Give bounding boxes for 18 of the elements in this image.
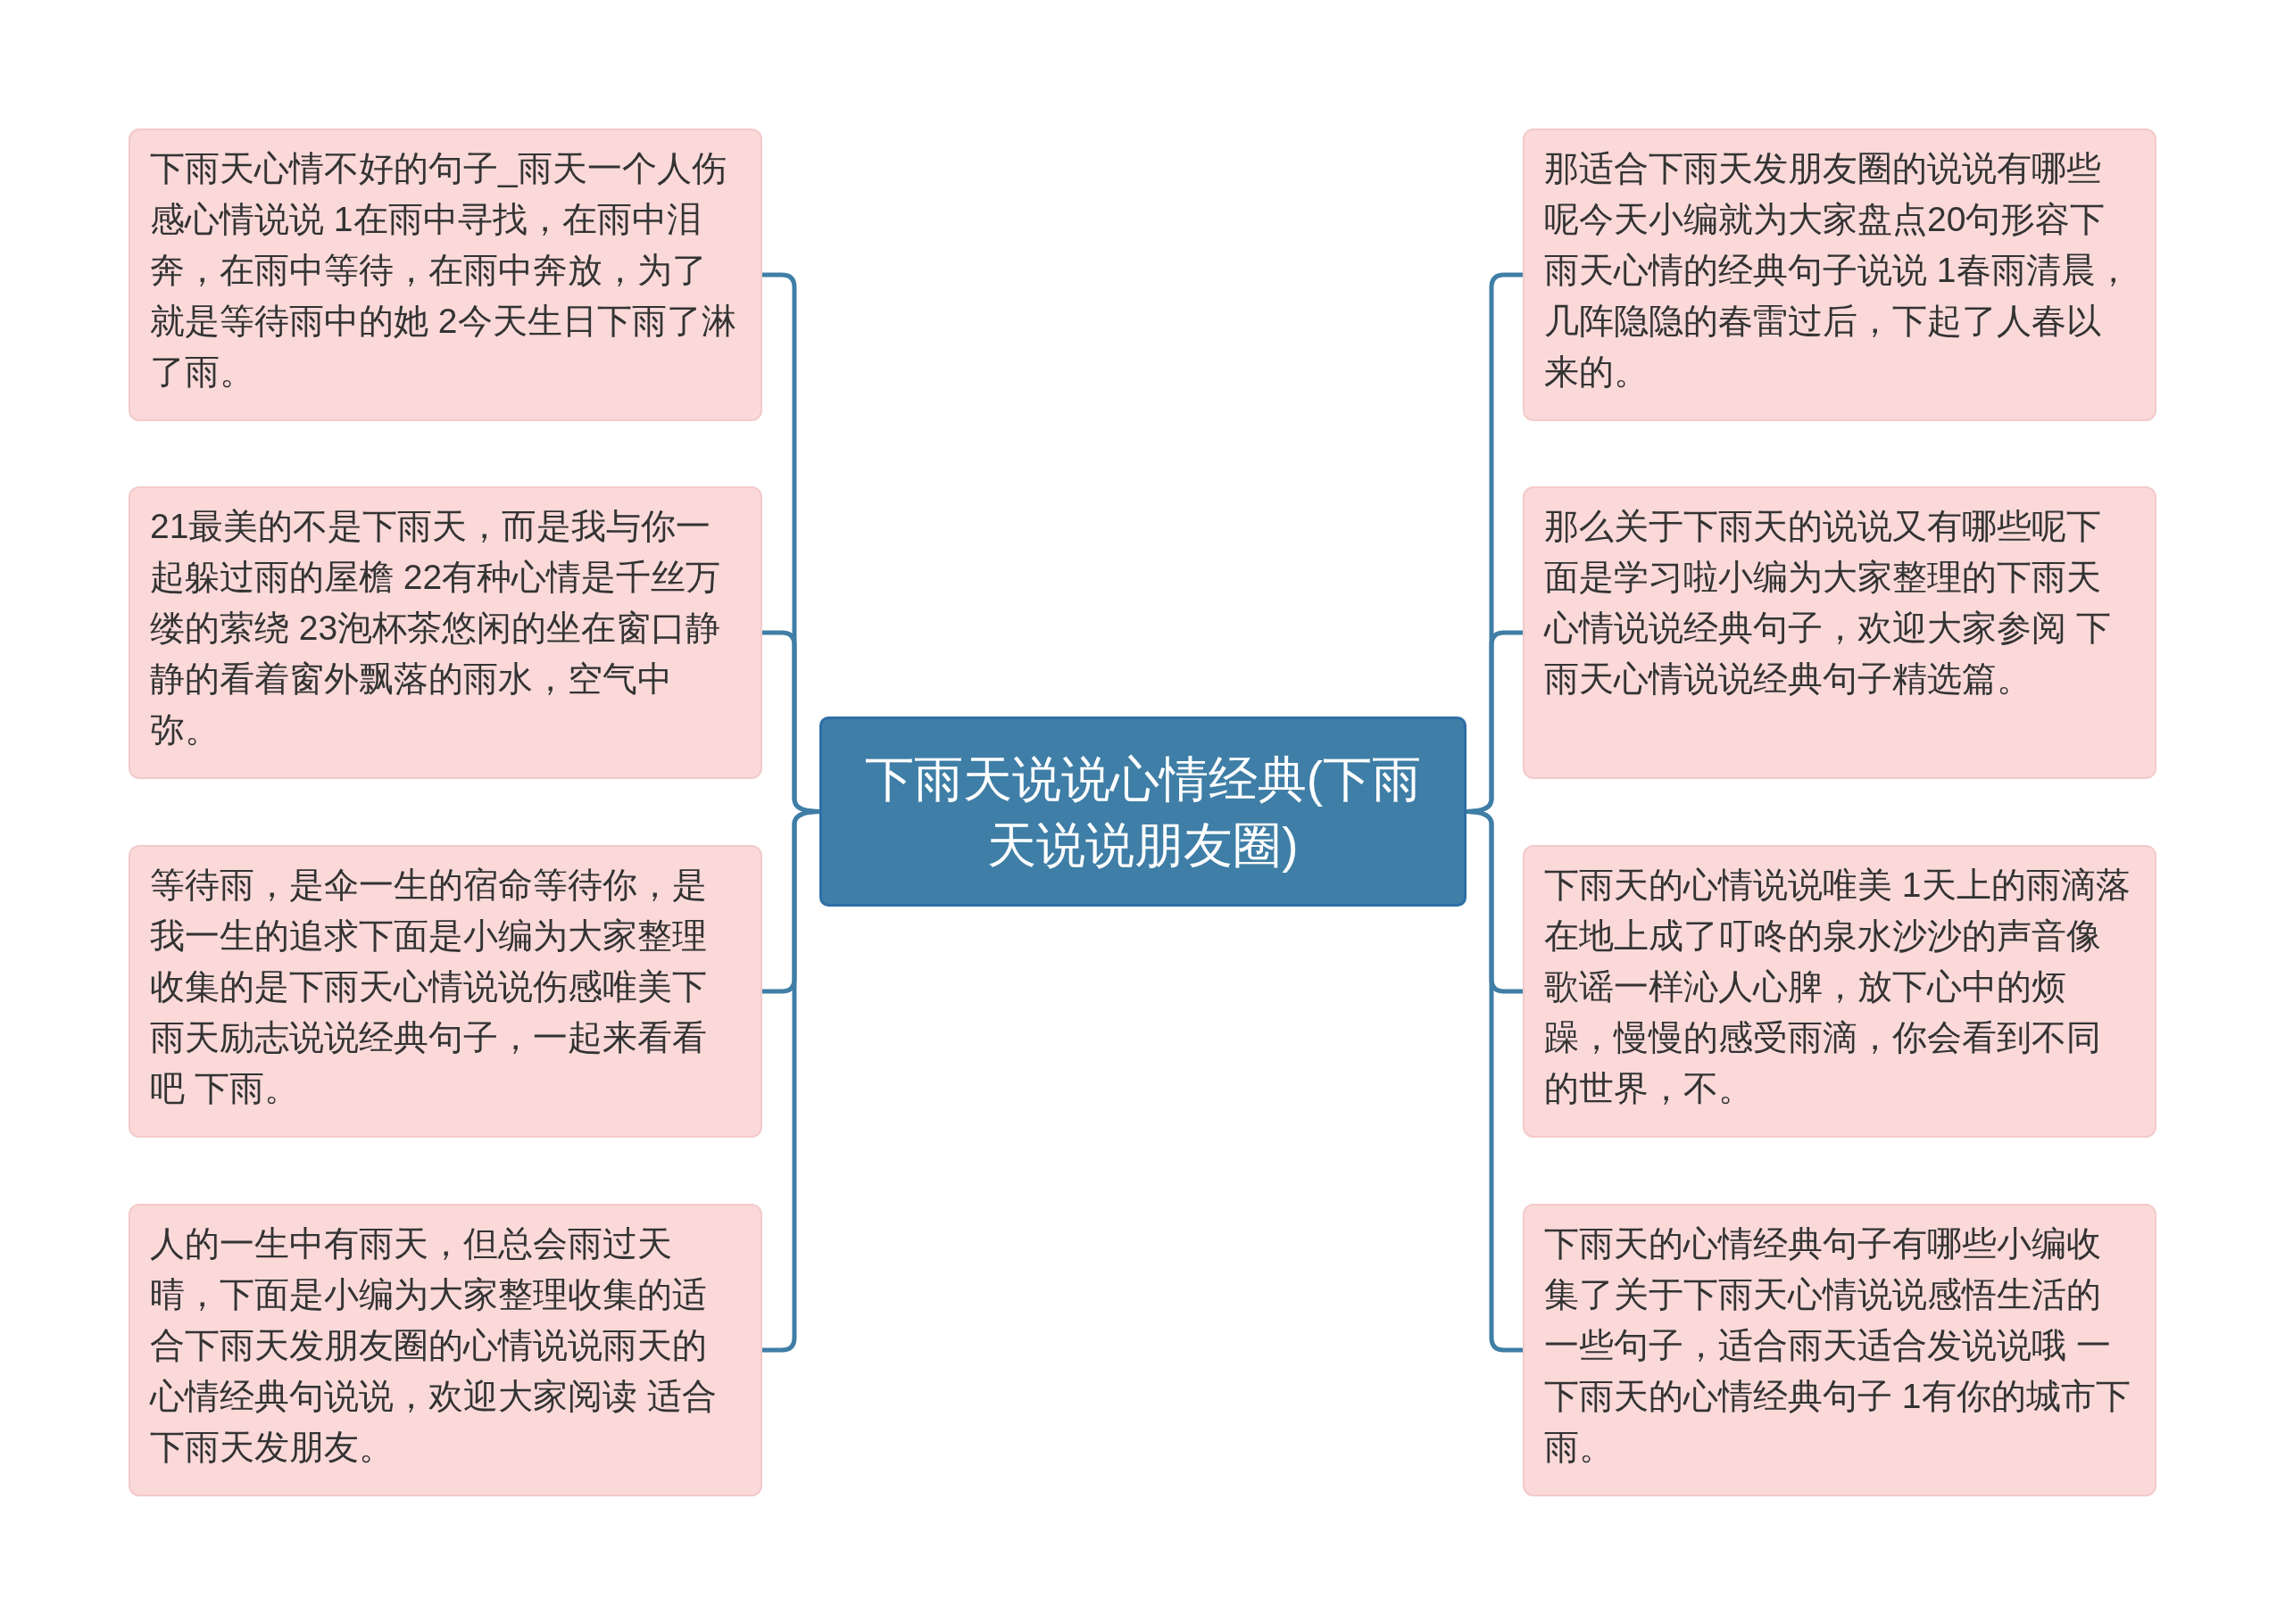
topic-text: 下雨天的心情说说唯美 1天上的雨滴落在地上成了叮咚的泉水沙沙的声音像歌谣一样沁人心脾，放下心中的烦躁，慢慢的感受雨滴，你会看到不同的世界，不。: [1544, 865, 2131, 1109]
topic-card: [1523, 1204, 2156, 1496]
central-topic-box: [819, 717, 1467, 907]
topic-text: 那么关于下雨天的说说又有哪些呢下面是学习啦小编为大家整理的下雨天心情说说经典句子，欢迎大家参阅 下雨天心情说说经典句子精选篇。: [1544, 506, 2112, 700]
topic-text: 下雨天的心情经典句子有哪些小编收集了关于下雨天心情说说感悟生活的一些句子，适合雨天适合发说说哦 一下雨天的心情经典句子 1有你的城市下雨。: [1544, 1223, 2131, 1468]
topic-text: 人的一生中有雨天，但总会雨过天晴，下面是小编为大家整理收集的适合下雨天发朋友圈的心情说说雨天的心情经典句说说，欢迎大家阅读 适合下雨天发朋友。: [150, 1223, 718, 1468]
topic-text: 21最美的不是下雨天，而是我与你一起躲过雨的屋檐 22有种心情是千丝万缕的萦绕 23泡杯茶悠闲的坐在窗口静静的看着窗外飘落的雨水，空气中弥。: [150, 506, 722, 750]
topic-card: [129, 486, 762, 779]
topic-card: [1523, 845, 2156, 1138]
topic-card: [129, 845, 762, 1138]
topic-card: [129, 128, 762, 421]
topic-card: [129, 1204, 762, 1496]
central-topic-text: 下雨天说说心情经典(下雨天说说朋友圈): [863, 750, 1423, 874]
topic-text: 下雨天心情不好的句子_雨天一个人伤感心情说说 1在雨中寻找，在雨中泪奔，在雨中等待，在雨中奔放，为了就是等待雨中的她 2今天生日下雨了淋了雨。: [150, 148, 737, 393]
topic-text: 等待雨，是伞一生的宿命等待你，是我一生的追求下面是小编为大家整理收集的是下雨天心情说说伤感唯美下雨天励志说说经典句子，一起来看看吧 下雨。: [150, 865, 708, 1109]
topic-card: [1523, 486, 2156, 779]
topic-text: 那适合下雨天发朋友圈的说说有哪些呢今天小编就为大家盘点20句形容下雨天心情的经典句子说说 1春雨清晨，几阵隐隐的春雷过后，下起了人春以来的。: [1544, 148, 2131, 393]
topic-card: [1523, 128, 2156, 421]
